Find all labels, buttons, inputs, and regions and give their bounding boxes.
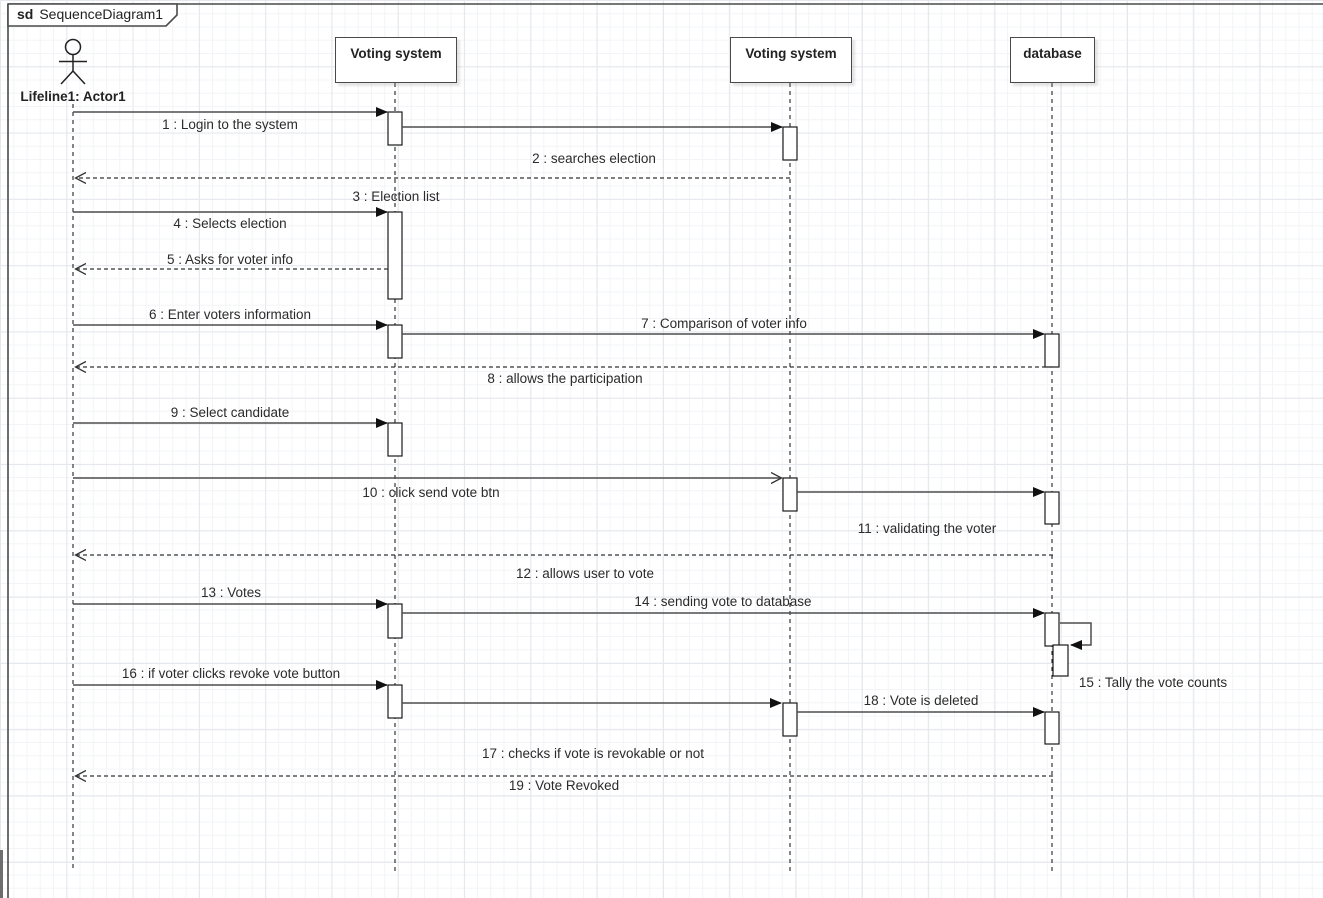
activation-bars [387, 111, 1069, 745]
message-label-11[interactable]: 12 : allows user to vote [515, 566, 655, 581]
message-label-16[interactable]: 18 : Vote is deleted [863, 693, 979, 708]
lifeline-head-0[interactable]: Voting system [335, 37, 457, 83]
activation-bar-12[interactable] [1052, 644, 1069, 677]
activation-bar-4[interactable] [387, 603, 403, 639]
message-label-13[interactable]: 14 : sending vote to database [634, 594, 812, 609]
activation-bar-11[interactable] [1044, 612, 1060, 647]
frame-tab-pentagon[interactable] [7, 3, 178, 27]
message-label-14[interactable]: 16 : if voter clicks revoke vote button [121, 666, 341, 681]
activation-bar-8[interactable] [782, 702, 798, 737]
diagram-frame [7, 3, 1323, 898]
activation-bar-3[interactable] [387, 422, 403, 457]
activation-bar-10[interactable] [1044, 491, 1060, 525]
message-label-6[interactable]: 7 : Comparison of voter info [641, 316, 807, 331]
self-message-label[interactable]: 15 : Tally the vote counts [1078, 675, 1228, 690]
message-label-18[interactable]: 19 : Vote Revoked [508, 778, 620, 793]
message-label-12[interactable]: 13 : Votes [200, 585, 262, 600]
lifeline-head-1[interactable]: Voting system [730, 37, 852, 83]
window-edge-sliver [0, 850, 3, 898]
message-label-8[interactable]: 9 : Select candidate [170, 405, 290, 420]
activation-bar-13[interactable] [1044, 711, 1060, 745]
frame-tag-sd: sd [17, 6, 34, 22]
lifeline-head-2[interactable]: database [1010, 37, 1095, 83]
message-label-7[interactable]: 8 : allows the participation [487, 371, 643, 386]
message-label-9[interactable]: 10 : click send vote btn [362, 485, 500, 500]
actor-label[interactable]: Lifeline1: Actor1 [20, 89, 126, 104]
frame-diagram-name: SequenceDiagram1 [39, 6, 164, 22]
message-arrows [73, 107, 1092, 776]
message-label-2[interactable]: 3 : Election list [352, 189, 440, 204]
message-label-17[interactable]: 17 : checks if vote is revokable or not [481, 746, 705, 761]
frame-title: sd SequenceDiagram1 [17, 6, 163, 22]
activation-bar-2[interactable] [387, 324, 403, 359]
activation-bar-9[interactable] [1044, 333, 1060, 368]
message-label-5[interactable]: 6 : Enter voters information [148, 307, 312, 322]
activation-bar-6[interactable] [782, 126, 798, 161]
activation-bar-5[interactable] [387, 684, 403, 719]
message-label-0[interactable]: 1 : Login to the system [162, 117, 298, 132]
message-label-1[interactable]: 2 : searches election [532, 151, 656, 166]
self-message-line[interactable] [1060, 622, 1092, 650]
message-label-3[interactable]: 4 : Selects election [173, 216, 287, 231]
message-label-4[interactable]: 5 : Asks for voter info [166, 252, 294, 267]
activation-bar-1[interactable] [387, 211, 403, 300]
message-label-10[interactable]: 11 : validating the voter [857, 521, 997, 536]
activation-bar-0[interactable] [387, 111, 403, 146]
actor-stick-figure-icon[interactable] [59, 38, 87, 85]
activation-bar-7[interactable] [782, 477, 798, 512]
